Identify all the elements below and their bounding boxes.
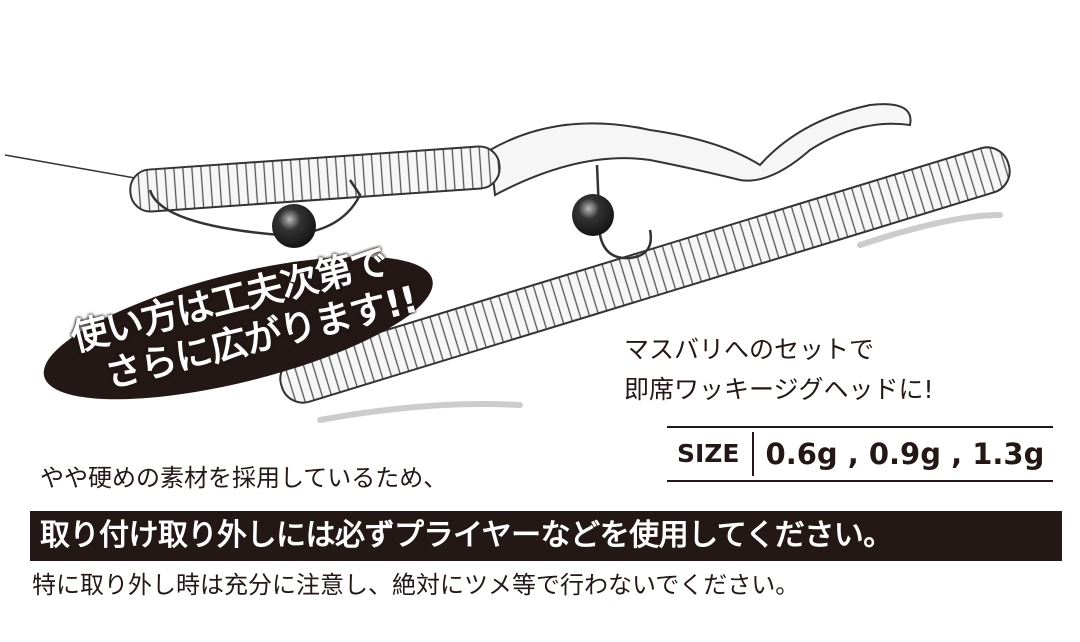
hook <box>595 164 653 260</box>
size-label: SIZE <box>667 432 754 476</box>
note-line2: 即席ワッキージグヘッドに! <box>624 375 934 404</box>
caution-line1: やや硬めの素材を採用しているため、 <box>40 464 448 492</box>
worm-tail <box>488 103 912 197</box>
size-values: 0.6g , 0.9g , 1.3g <box>765 437 1045 471</box>
worm-top <box>129 145 501 213</box>
caution-line3: 特に取り外し時は充分に注意し、絶対にツメ等で行わないでください。 <box>32 571 800 599</box>
fishing-line <box>4 154 136 179</box>
caution-highlight: 取り付け取り外しには必ずプライヤーなどを使用してください。 <box>30 511 1062 561</box>
jig-head <box>572 194 614 236</box>
worm-wacky <box>279 146 1011 404</box>
note-line1: マスバリへのセットで <box>624 335 875 364</box>
jig-head <box>272 204 316 248</box>
size-table: SIZE 0.6g , 0.9g , 1.3g <box>667 426 1053 482</box>
